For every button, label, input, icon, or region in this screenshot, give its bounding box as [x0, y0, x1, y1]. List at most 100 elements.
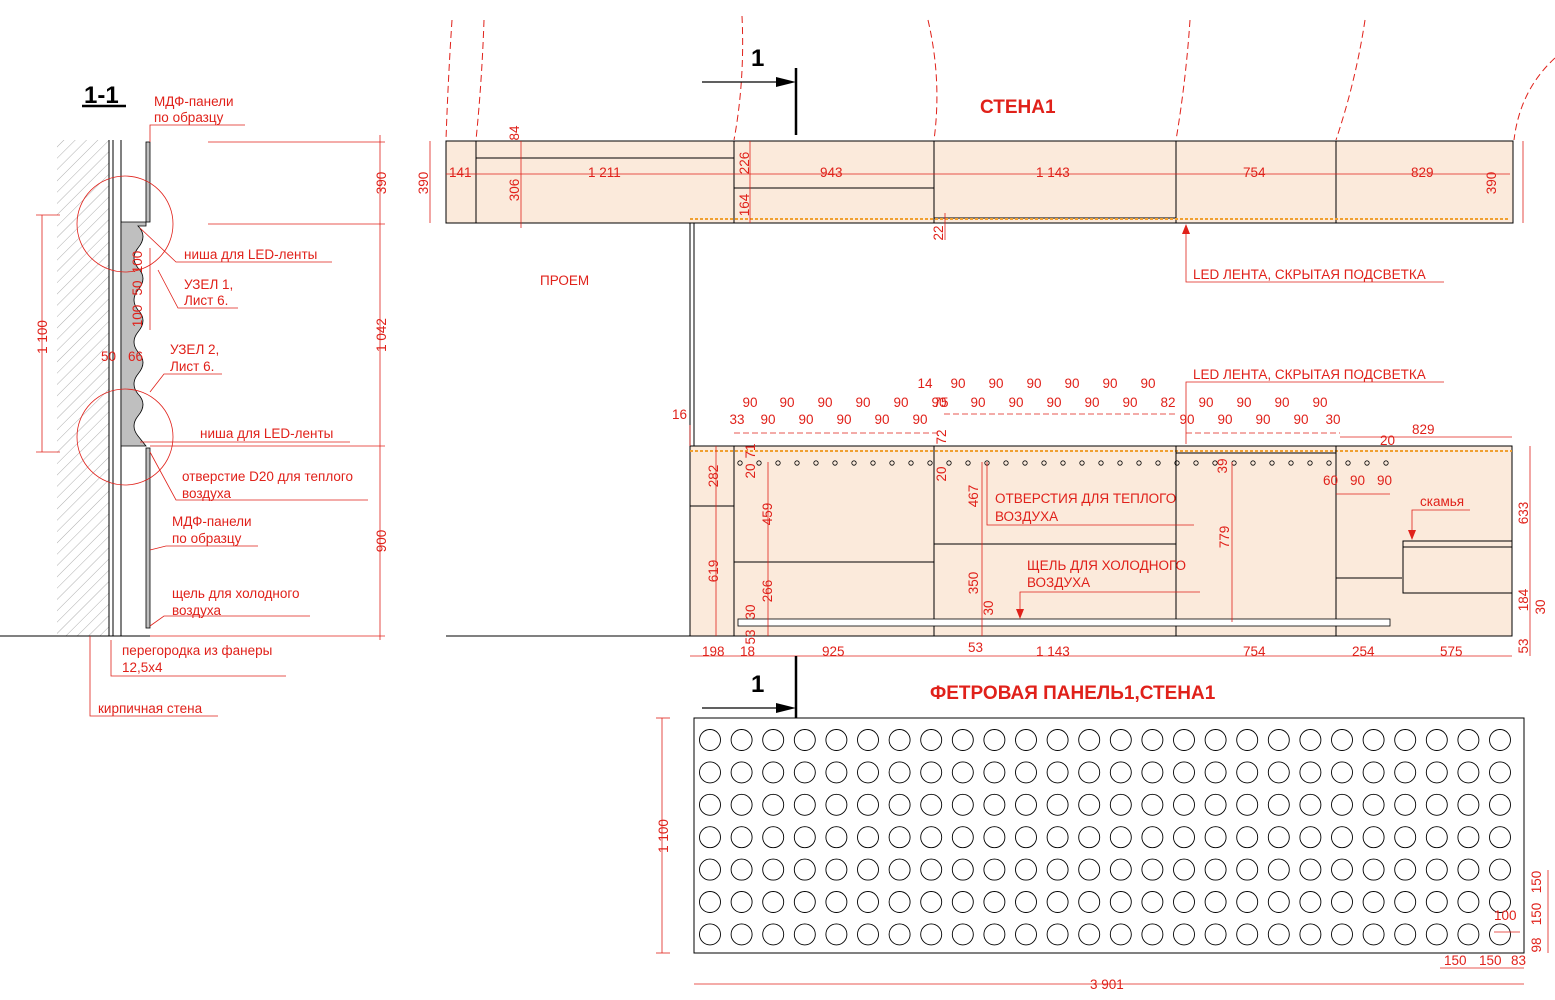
spacing-dim: 90 — [1102, 376, 1117, 391]
felt-circle — [1046, 793, 1069, 816]
felt-circle — [1173, 793, 1195, 816]
felt-circle — [951, 858, 974, 881]
felt-circle — [762, 891, 785, 913]
note-mdf-bottom-1: МДФ-панели — [172, 514, 252, 529]
felt-circle — [1299, 729, 1322, 751]
dim-900: 900 — [374, 530, 389, 553]
felt-circle — [1425, 793, 1448, 816]
felt-circle — [857, 761, 879, 784]
felt-circle — [1046, 761, 1069, 784]
felt-title: ФЕТРОВАЯ ПАНЕЛЬ1,СТЕНА1 — [930, 683, 1216, 704]
bench — [1402, 540, 1513, 594]
felt-circle — [983, 891, 1006, 913]
felt-circle — [1236, 761, 1259, 784]
felt-circle — [1457, 826, 1480, 849]
dim-53b: 53 — [1516, 638, 1531, 653]
spacing-dim: 90 — [1312, 395, 1327, 410]
dim-198: 198 — [702, 644, 725, 659]
felt-circle — [1331, 858, 1353, 881]
warm-air-hole — [1383, 460, 1389, 466]
felt-circle — [699, 761, 721, 784]
felt-circle — [1362, 923, 1385, 946]
spacing-dim: 90 — [1255, 412, 1270, 427]
node2-circle — [76, 388, 174, 486]
spacing-dim: 90 — [817, 395, 832, 410]
felt-circle — [920, 761, 943, 784]
felt-circle — [920, 923, 943, 946]
felt-circle — [888, 858, 911, 881]
felt-circle — [1015, 858, 1037, 881]
lower-panel — [689, 445, 1513, 637]
spacing-dim: 90 — [1198, 395, 1213, 410]
felt-circle — [1141, 729, 1164, 751]
warm-air-hole — [1041, 460, 1047, 466]
felt-circle — [983, 923, 1006, 946]
felt-dim-150b: 150 — [1529, 903, 1544, 926]
felt-dim-100: 100 — [1494, 908, 1517, 923]
felt-circles — [699, 729, 1511, 946]
felt-circle — [1046, 923, 1069, 946]
warm-air-hole — [851, 460, 857, 466]
note-hole-1: отверстие D20 для теплого — [182, 469, 353, 484]
spacing-dim: 90 — [1293, 412, 1308, 427]
felt-circle — [1078, 761, 1101, 784]
felt-circle — [951, 923, 974, 946]
felt-circle — [1331, 793, 1353, 816]
felt-circle — [793, 729, 816, 751]
dim-row-3: 33909090909090909090909030 — [729, 412, 1340, 427]
dim-72: 72 — [934, 429, 949, 444]
dim-20a: 20 — [743, 463, 758, 478]
felt-circle — [983, 826, 1006, 849]
warm-air-hole — [1307, 460, 1313, 466]
dim-184: 184 — [1516, 588, 1531, 611]
felt-circle — [1489, 826, 1511, 849]
felt-circle — [951, 891, 974, 913]
section-marker-bottom: 1 — [751, 671, 764, 698]
felt-circle — [1078, 729, 1101, 751]
felt-circle — [1046, 891, 1069, 913]
spacing-dim: 90 — [1179, 412, 1194, 427]
felt-circle — [1489, 858, 1511, 881]
felt-circle — [1109, 923, 1132, 946]
felt-circle — [1425, 826, 1448, 849]
spacing-dim: 90 — [970, 395, 985, 410]
spacing-dim: 90 — [836, 412, 851, 427]
felt-panel — [693, 717, 1525, 954]
slot-note-1: ЩЕЛЬ ДЛЯ ХОЛОДНОГО — [1027, 558, 1186, 573]
felt-circle — [1204, 923, 1227, 946]
felt-circle — [699, 729, 721, 751]
warm-air-hole — [1212, 460, 1218, 466]
spacing-dim: 90 — [1084, 395, 1099, 410]
spacing-dim: 30 — [1325, 412, 1340, 427]
warm-air-hole — [1288, 460, 1294, 466]
note-brick: кирпичная стена — [98, 701, 203, 716]
felt-circle — [1362, 761, 1385, 784]
felt-circle — [793, 826, 816, 849]
dim-20b: 20 — [934, 466, 949, 481]
felt-circle — [920, 729, 943, 751]
felt-circle — [857, 858, 879, 881]
felt-circle — [730, 793, 753, 816]
bottom-dims: 198 18 925 53 1 143 754 254 575 — [702, 640, 1463, 659]
spacing-dim: 90 — [1236, 395, 1251, 410]
dim-266: 266 — [760, 580, 775, 603]
warm-air-hole — [1155, 460, 1161, 466]
felt-circle — [1267, 891, 1290, 913]
spacing-dim: 90 — [988, 376, 1003, 391]
felt-circle — [1362, 729, 1385, 751]
dim-925: 925 — [822, 644, 845, 659]
felt-circle — [1425, 761, 1448, 784]
warm-air-hole — [946, 460, 952, 466]
felt-circle — [1109, 729, 1132, 751]
felt-circle — [1236, 923, 1259, 946]
dim-619: 619 — [706, 560, 721, 583]
warm-air-hole — [965, 460, 971, 466]
slot-note-2: ВОЗДУХА — [1027, 575, 1090, 590]
felt-circle — [1425, 891, 1448, 913]
felt-circle — [825, 858, 848, 881]
felt-circle — [825, 729, 848, 751]
felt-circle — [1425, 923, 1448, 946]
mdf-panel-bottom — [145, 447, 151, 629]
felt-circle — [1015, 729, 1037, 751]
